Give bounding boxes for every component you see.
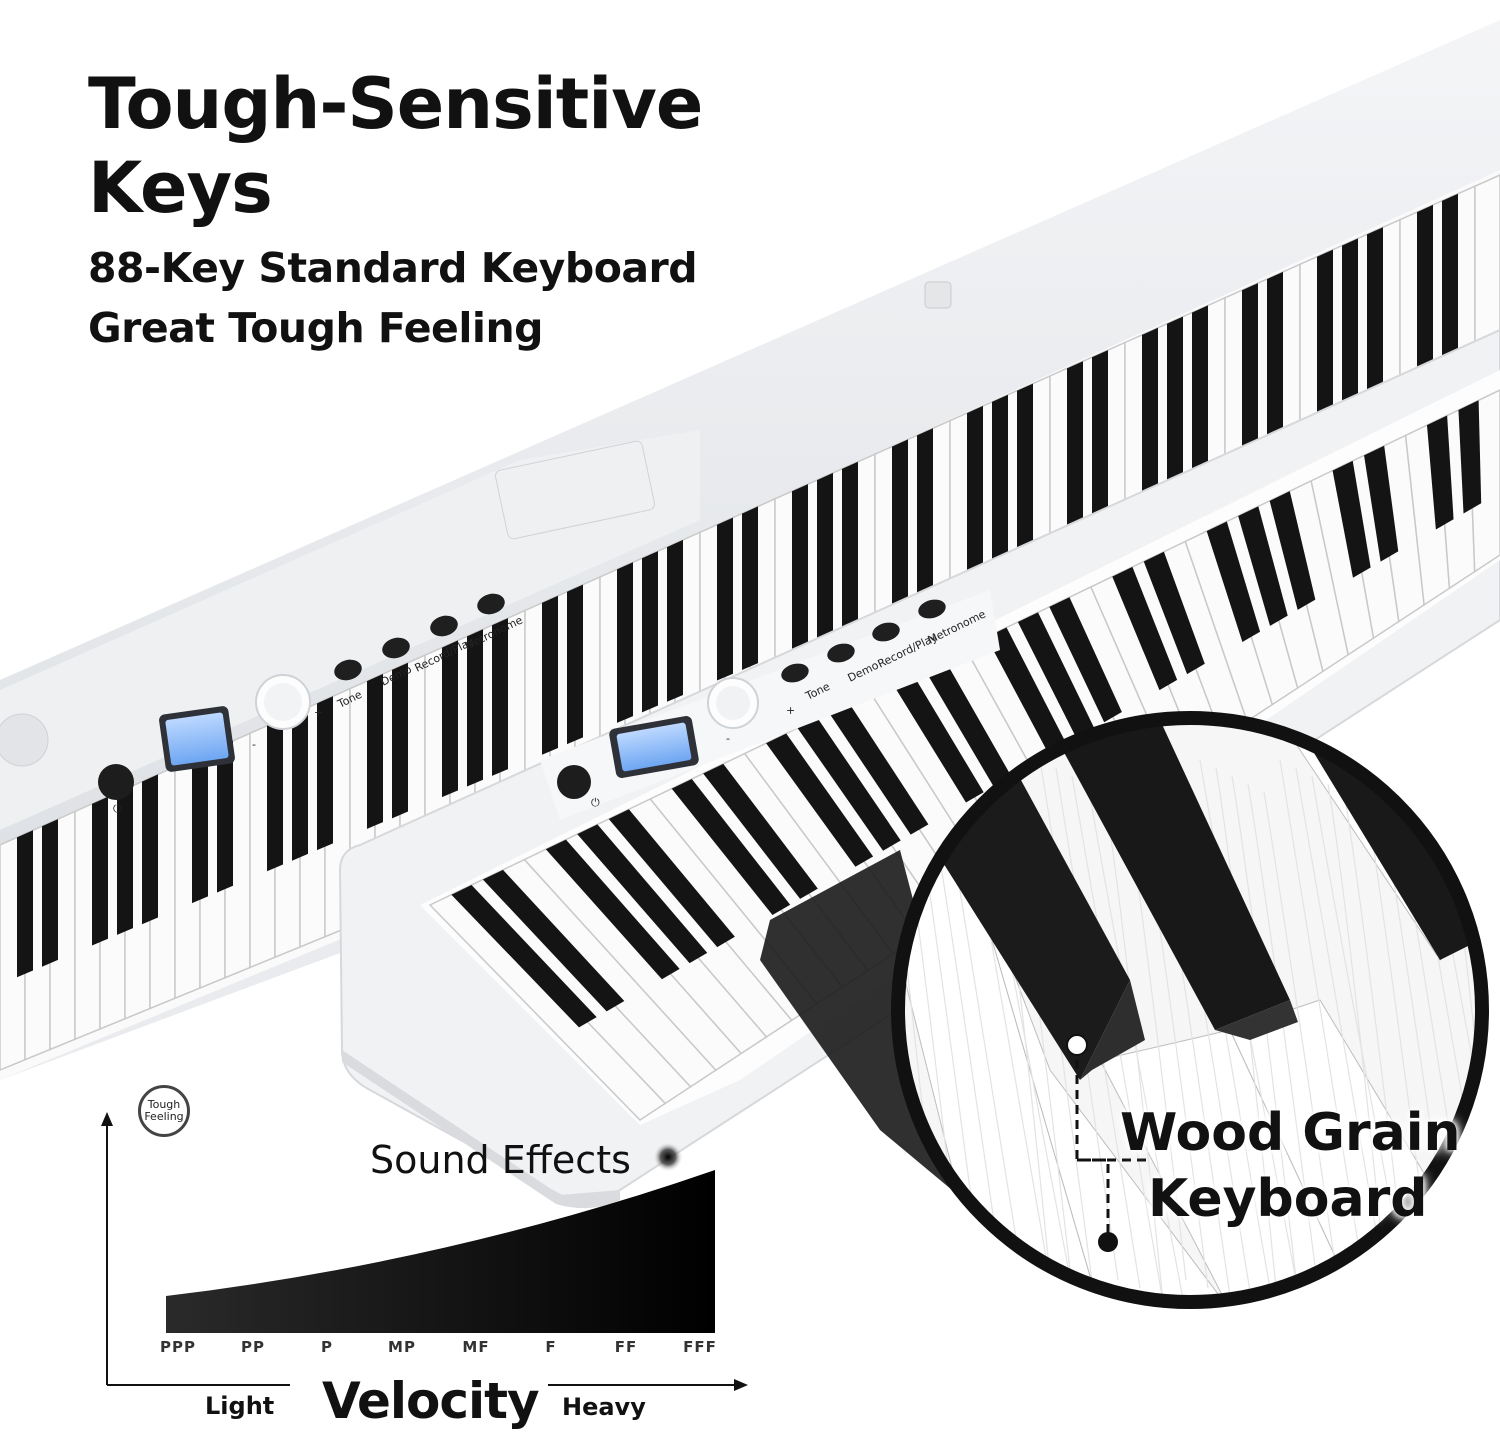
velocity-axis-title: Velocity bbox=[322, 1372, 540, 1430]
dynamics-tick-f: F bbox=[545, 1338, 557, 1356]
svg-text:-: - bbox=[252, 738, 256, 751]
title-line-2: Keys bbox=[88, 147, 273, 229]
title-line-1: Tough-Sensitive bbox=[88, 63, 703, 145]
dynamics-tick-mf: MF bbox=[462, 1338, 490, 1356]
dynamics-tick-ppp: PPP bbox=[160, 1338, 196, 1356]
velocity-curve bbox=[166, 1170, 715, 1333]
svg-text:+: + bbox=[314, 706, 323, 719]
svg-text:⏻: ⏻ bbox=[591, 796, 600, 809]
callout-line-1: Wood Grain bbox=[1120, 1103, 1461, 1163]
page-title: Tough-Sensitive Keys bbox=[88, 62, 703, 230]
tough-feeling-badge: Tough Feeling bbox=[138, 1085, 190, 1137]
dynamics-tick-fff: FFF bbox=[683, 1338, 717, 1356]
wood-grain-callout: Wood Grain Keyboard bbox=[1120, 1100, 1461, 1232]
dynamics-tick-mp: MP bbox=[388, 1338, 416, 1356]
dynamics-tick-p: P bbox=[321, 1338, 333, 1356]
sound-effects-label: Sound Effects bbox=[370, 1138, 631, 1182]
heavy-label: Heavy bbox=[562, 1393, 646, 1421]
badge-line-2: Feeling bbox=[144, 1110, 184, 1123]
svg-text:+: + bbox=[786, 704, 795, 717]
subtitle-line-2: Great Tough Feeling bbox=[88, 304, 544, 352]
callout-line-2: Keyboard bbox=[1148, 1169, 1428, 1229]
svg-text:⏻: ⏻ bbox=[113, 802, 122, 815]
subtitle-line-1: 88-Key Standard Keyboard bbox=[88, 244, 698, 292]
light-label: Light bbox=[205, 1392, 275, 1420]
svg-text:-: - bbox=[726, 732, 730, 745]
badge-line-1: Tough bbox=[147, 1098, 181, 1111]
dynamics-tick-pp: PP bbox=[241, 1338, 265, 1356]
velocity-graph bbox=[101, 1112, 748, 1391]
dynamics-tick-ff: FF bbox=[614, 1338, 638, 1356]
